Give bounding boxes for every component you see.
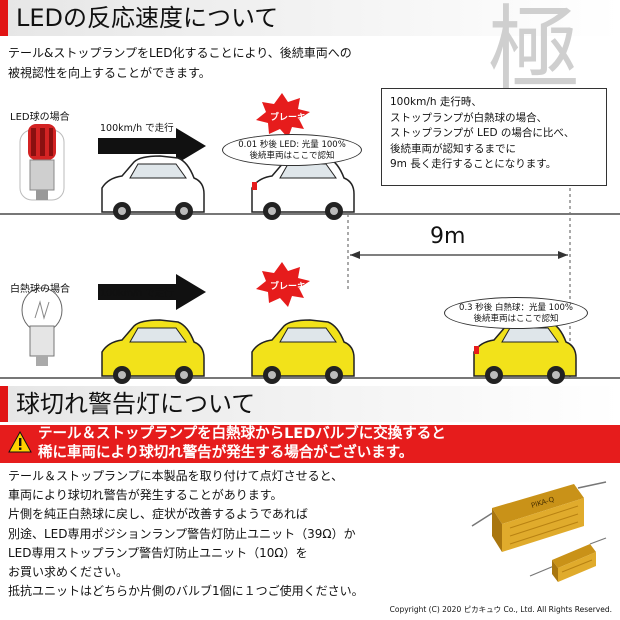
incandescent-timing-bubble: 0.3 秒後 白熱球：光量 100% 後続車両はここで認知 (444, 297, 588, 329)
led-bulb-label: LED球の場合 (10, 112, 70, 123)
body-line: 片側を純正白熱球に戻し、症状が改善するようであれば (8, 507, 308, 522)
section-accent-bar (0, 386, 8, 422)
copyright-text: Copyright (C) 2020 ピカキュウ Co., Ltd. All R… (389, 605, 612, 614)
section-header-warning: 球切れ警告灯について (0, 386, 620, 422)
body-line: お買い求めください。 (8, 565, 129, 580)
brake-burst-led (256, 93, 310, 138)
led-speed-label: 100km/h で走行 (100, 123, 174, 134)
distance-arrow-head-right (558, 251, 568, 259)
warning-line: テール＆ストップランプを白熱球からLEDバルブに交換すると (38, 426, 446, 442)
arrow-incandescent-row (98, 274, 206, 310)
brake-burst-incandescent (256, 262, 310, 307)
resistor-units-image: PIKA-Q (471, 481, 607, 582)
info-line: 100km/h 走行時、 (390, 96, 482, 108)
incandescent-brake-label: ブレーキ (270, 282, 307, 292)
car-white-2 (251, 155, 355, 220)
info-line: ストップランプが白熱球の場合、 (390, 111, 548, 124)
incandescent-bulb-label: 白熱球の場合 (10, 284, 70, 295)
led-timing-bubble: 0.01 秒後 LED: 光量 100% 後続車両はここで認知 (222, 134, 362, 166)
section-title-warning: 球切れ警告灯について (16, 390, 256, 418)
body-line: テール＆ストップランプに本製品を取り付けて点灯させると、 (8, 469, 344, 483)
kanji-watermark: 極 (488, 0, 581, 103)
info-box: 100km/h 走行時、 ストップランプが白熱球の場合、 ストップランプが LE… (381, 88, 607, 186)
intro-line: 被視認性を向上することができます。 (8, 66, 211, 80)
warning-text: テール＆ストップランプを白熱球からLEDバルブに交換すると 稀に車両により球切れ… (38, 425, 446, 463)
bubble-line: 0.3 秒後 白熱球：光量 100% (459, 303, 573, 313)
warning-icon (8, 431, 32, 453)
body-text: テール＆ストップランプに本製品を取り付けて点灯させると、 車両により球切れ警告が… (8, 467, 364, 601)
car-white-1 (101, 155, 205, 220)
body-line: 抵抗ユニットはどちらか片側のバルブ1個に１つご使用ください。 (8, 584, 364, 599)
intro-text: テール&ストップランプをLED化することにより、後続車両への 被視認性を向上する… (8, 43, 428, 83)
intro-line: テール&ストップランプをLED化することにより、後続車両への (8, 46, 352, 60)
warning-line: 稀に車両により球切れ警告が発生する場合がございます。 (38, 445, 414, 461)
section-accent-bar (0, 0, 8, 36)
info-line: 9m 長く走行することになります。 (390, 158, 557, 170)
car-yellow-3 (473, 319, 577, 384)
bubble-line: 後続車両はここで認知 (473, 314, 559, 324)
bubble-line: 後続車両はここで認知 (249, 151, 335, 161)
info-line: 後続車両が認知するまでに (390, 142, 516, 155)
incandescent-bulb-icon (21, 287, 63, 366)
incandescent-speed-label: 100km/h で走行 (100, 288, 174, 299)
body-line: 車両により球切れ警告が発生することがあります。 (8, 488, 283, 503)
section-title-led: LEDの反応速度について (16, 4, 279, 32)
info-line: ストップランプが LED の場合に比べ、 (390, 127, 575, 139)
body-line: LED専用ストップランプ警告灯防止ユニット（10Ω）を (8, 545, 308, 560)
led-brake-label: ブレーキ (270, 113, 307, 123)
warning-banner: テール＆ストップランプを白熱球からLEDバルブに交換すると 稀に車両により球切れ… (0, 425, 620, 463)
reaction-diagram (0, 93, 620, 384)
body-line: 別途、LED専用ポジションランプ警告灯防止ユニット（39Ω）か (8, 526, 356, 541)
car-yellow-1 (101, 319, 205, 384)
arrow-led-row (98, 128, 206, 164)
section-header-led: LEDの反応速度について (0, 0, 620, 36)
distance-arrow-head-left (350, 251, 360, 259)
car-yellow-2 (251, 319, 355, 384)
distance-label: 9m (430, 224, 466, 249)
led-bulb-icon (19, 124, 65, 201)
bubble-line: 0.01 秒後 LED: 光量 100% (238, 140, 346, 150)
